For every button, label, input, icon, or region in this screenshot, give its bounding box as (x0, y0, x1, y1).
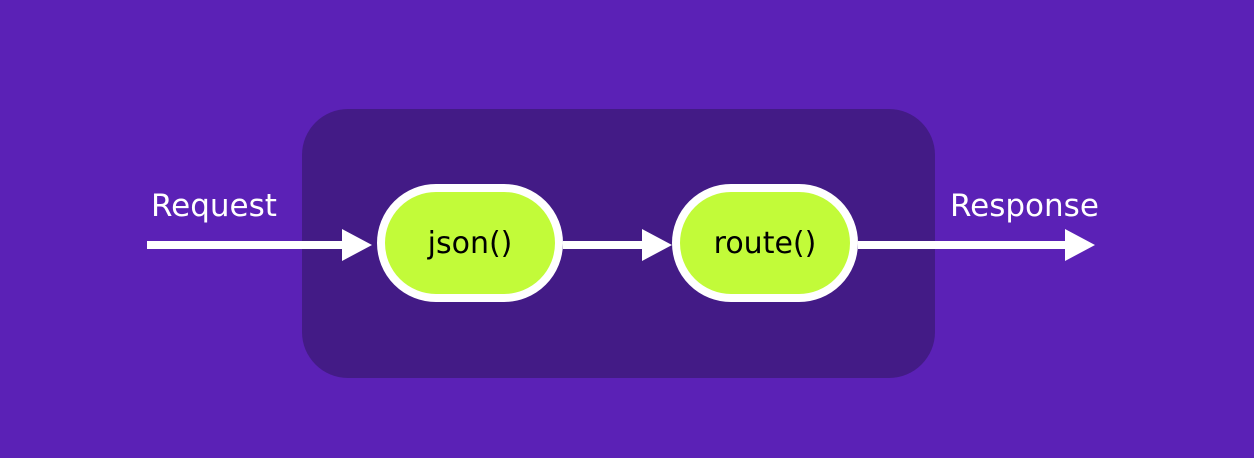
response-label: Response (950, 188, 1099, 224)
request-label: Request (151, 188, 277, 224)
response-arrow-shaft (858, 241, 1070, 249)
request-arrow (147, 228, 372, 262)
response-arrow-head (1065, 229, 1095, 261)
request-arrow-head (342, 229, 372, 261)
request-arrow-shaft (147, 241, 347, 249)
response-arrow (858, 228, 1095, 262)
json-to-route-arrow (563, 228, 672, 262)
node-route: route() (672, 184, 858, 302)
node-json: json() (377, 184, 563, 302)
json-to-route-arrow-shaft (563, 241, 647, 249)
json-to-route-arrow-head (642, 229, 672, 261)
